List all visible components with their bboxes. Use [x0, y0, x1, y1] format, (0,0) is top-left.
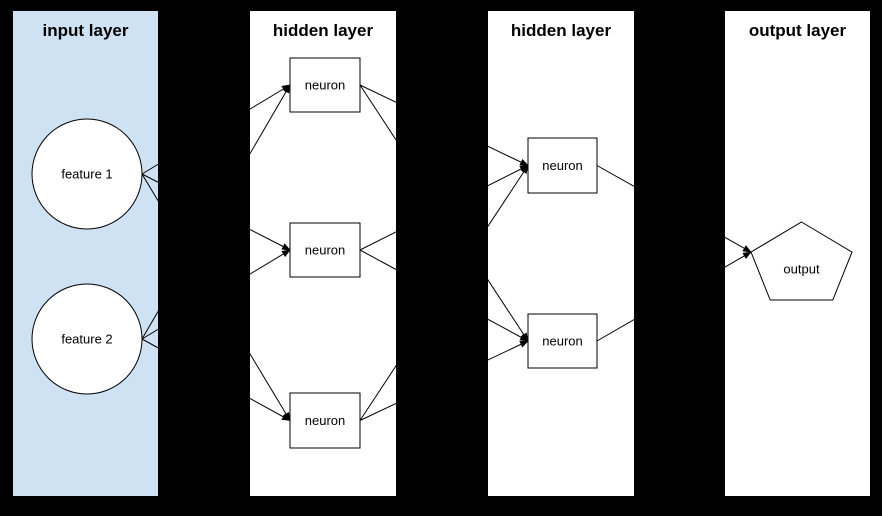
panel-input-layer: input layer	[13, 11, 158, 496]
h2-neuron-2-label: neuron	[542, 334, 582, 349]
h2-neuron-1-box	[527, 137, 598, 194]
edge-feature-2-to-h1-neuron-1	[141, 84, 291, 340]
output-node-pentagon	[750, 221, 853, 301]
panel-hidden-layer-1-title: hidden layer	[272, 21, 374, 40]
panel-output-layer-title: output layer	[748, 21, 847, 40]
edge-feature-1-to-h1-neuron-3	[141, 173, 291, 422]
h1-neuron-1-box	[289, 57, 361, 113]
labels-group: feature 1 feature 2 neuron neuron neuron neur…	[61, 78, 820, 429]
feature-2-circle	[31, 283, 143, 395]
panel-input-layer-title: input layer	[42, 21, 129, 40]
h2-neuron-2-box	[527, 313, 598, 369]
nodes-group	[31, 57, 853, 449]
edge-h1-neuron-2-to-h2-neuron-2	[359, 249, 529, 342]
feature-1-circle	[31, 118, 143, 230]
h1-neuron-3-box	[289, 392, 361, 449]
edge-h2-neuron-2-to-output-node	[596, 251, 752, 342]
panel-hidden-layer-2: hidden layer	[488, 11, 634, 496]
output-node-label: output	[783, 261, 820, 276]
edge-h1-neuron-3-to-h2-neuron-1	[359, 164, 529, 421]
edge-h1-neuron-1-to-h2-neuron-2	[359, 84, 529, 342]
h1-neuron-2-box	[289, 222, 361, 278]
edges-group	[141, 84, 752, 422]
edge-feature-1-to-h1-neuron-1	[141, 84, 291, 175]
edge-feature-2-to-h1-neuron-3	[141, 338, 291, 421]
h1-neuron-2-label: neuron	[305, 243, 345, 258]
feature-1-label: feature 1	[61, 167, 112, 182]
panel-hidden-layer-2-title: hidden layer	[510, 21, 612, 40]
h1-neuron-3-label: neuron	[305, 413, 345, 428]
feature-2-label: feature 2	[61, 332, 112, 347]
edge-h1-neuron-1-to-h2-neuron-1	[359, 84, 529, 166]
edge-h1-neuron-2-to-h2-neuron-1	[359, 165, 529, 251]
edge-h1-neuron-3-to-h2-neuron-2	[359, 340, 529, 421]
h1-neuron-1-label: neuron	[305, 78, 345, 93]
edge-feature-2-to-h1-neuron-2	[141, 249, 291, 340]
edge-h2-neuron-1-to-output-node	[596, 165, 752, 253]
h2-neuron-1-label: neuron	[542, 158, 582, 173]
